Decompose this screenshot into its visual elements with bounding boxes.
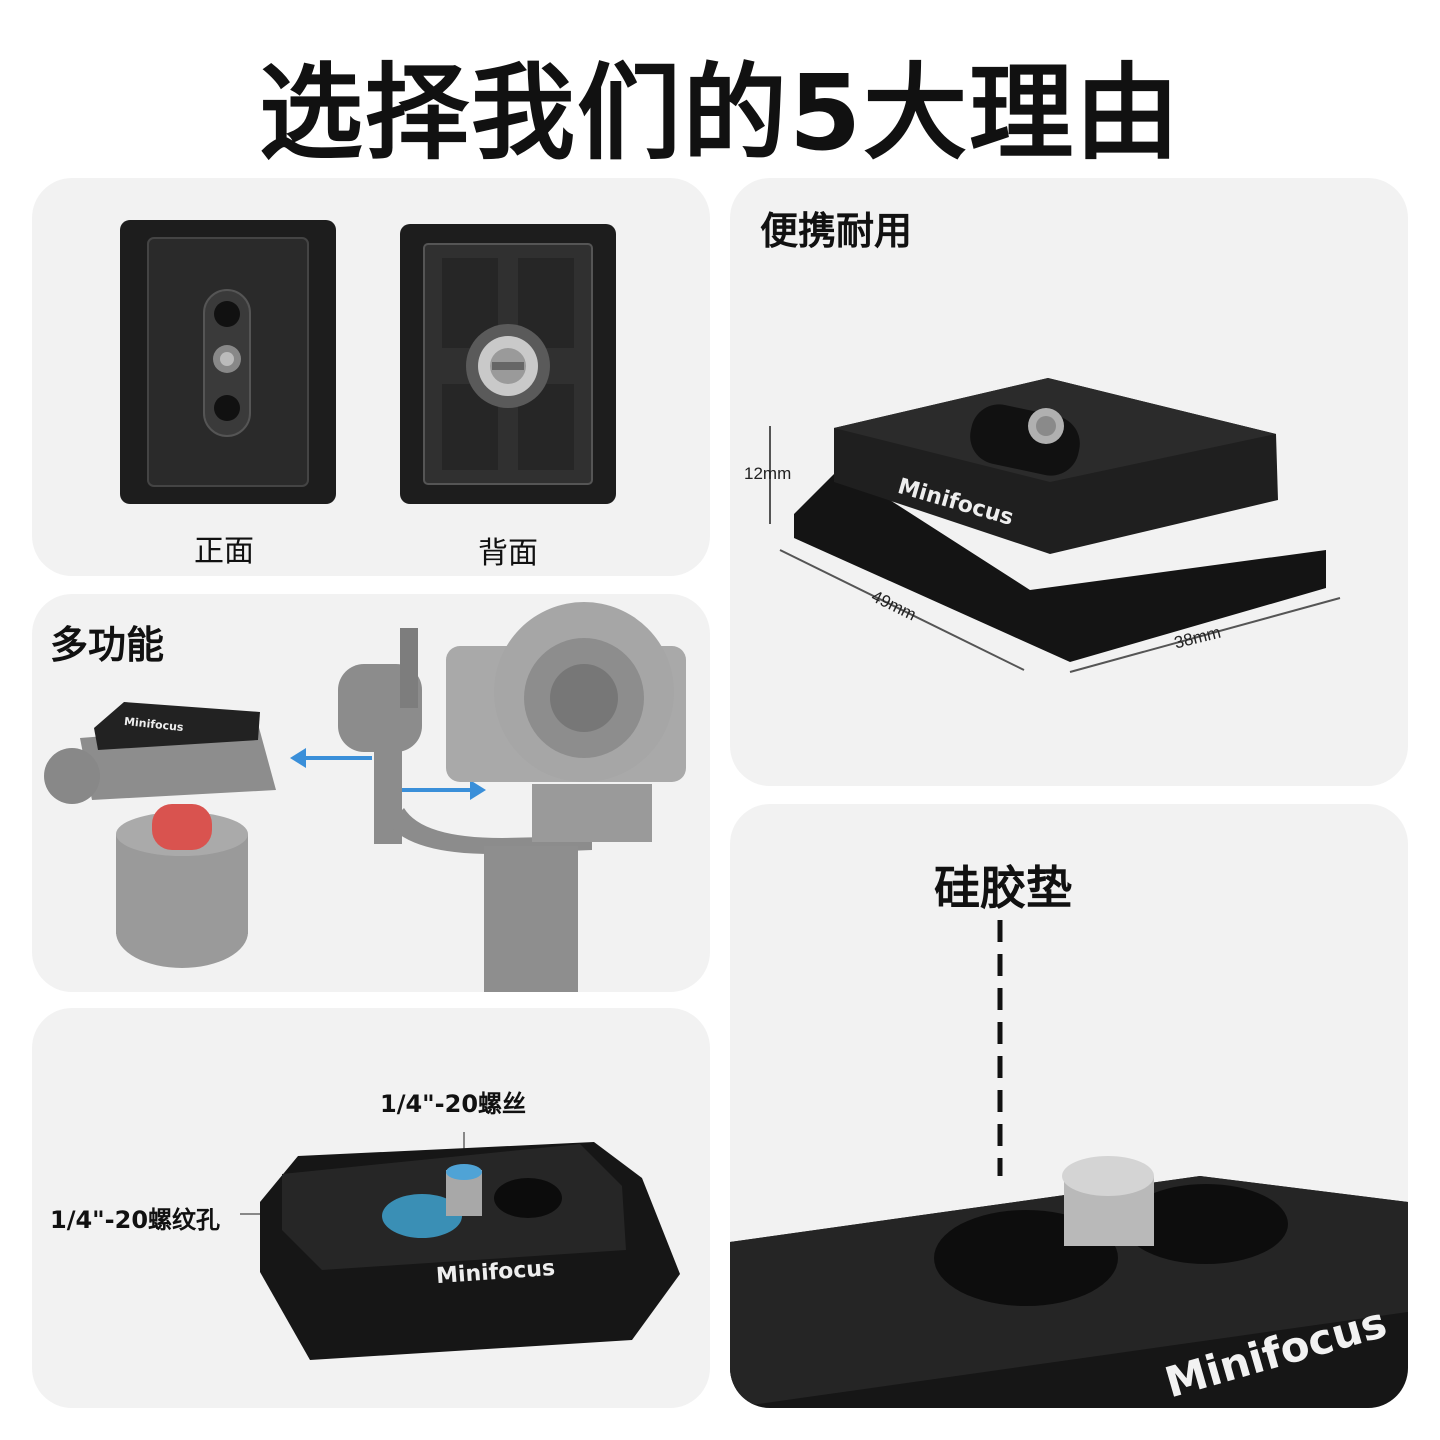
screw-label: 1/4"-20螺丝	[380, 1090, 527, 1118]
silicone-pad-illustration	[730, 920, 1408, 1408]
camera	[446, 602, 686, 782]
gimbal	[338, 628, 652, 992]
silicone-label: 硅胶垫	[934, 861, 1072, 915]
front-caption: 正面	[194, 534, 254, 569]
plate-views-illustration	[120, 220, 616, 504]
screw-plate-illustration	[240, 1132, 680, 1360]
back-plate	[400, 224, 616, 504]
plate-dimension-illustration	[769, 378, 1341, 673]
multi-card: 多功能	[32, 594, 710, 992]
durable-card: 便携耐用 12mm 49mm 38mm Minifocus	[730, 178, 1408, 786]
multi-use-illustration	[44, 602, 686, 992]
arrow-icon	[290, 748, 486, 800]
views-card: 正面 背面	[32, 178, 710, 576]
silicone-card: 硅胶垫 Minifocus	[730, 804, 1408, 1408]
ball-head	[44, 702, 276, 968]
durable-label: 便携耐用	[760, 209, 913, 253]
page-title: 选择我们的5大理由	[258, 52, 1182, 174]
front-plate	[120, 220, 336, 504]
back-caption: 背面	[478, 536, 538, 571]
screw-card: 1/4"-20螺丝 1/4"-20螺纹孔 Minifocus	[32, 1008, 710, 1408]
hole-label: 1/4"-20螺纹孔	[50, 1206, 221, 1234]
multi-label: 多功能	[50, 623, 165, 667]
height-dimension: 12mm	[744, 464, 792, 483]
